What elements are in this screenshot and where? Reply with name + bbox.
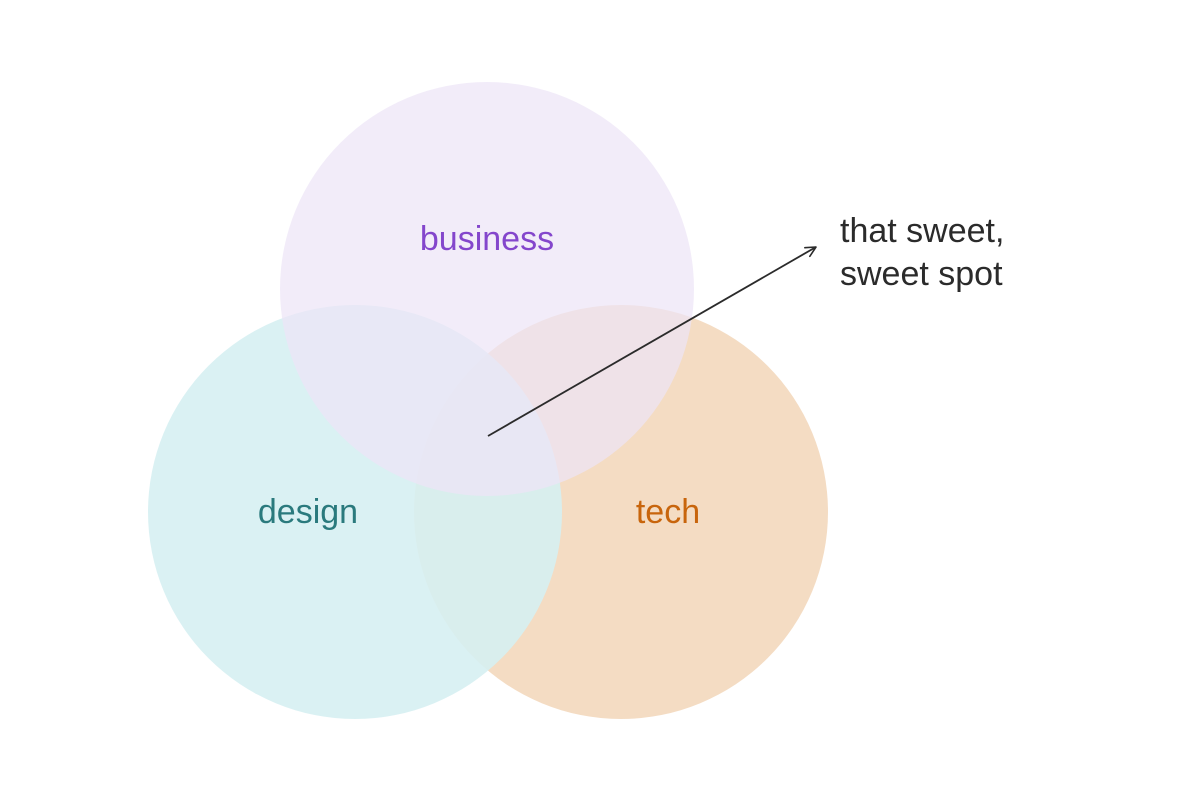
annotation-text: that sweet, sweet spot <box>840 212 1009 293</box>
tech-label: tech <box>636 493 700 531</box>
annotation-arrow <box>487 246 817 437</box>
annotation-line-2: sweet spot <box>840 255 1003 293</box>
business-label: business <box>420 220 554 258</box>
annotation-line-1: that sweet, <box>840 212 1004 250</box>
business-circle <box>280 82 694 496</box>
design-label: design <box>258 493 358 531</box>
